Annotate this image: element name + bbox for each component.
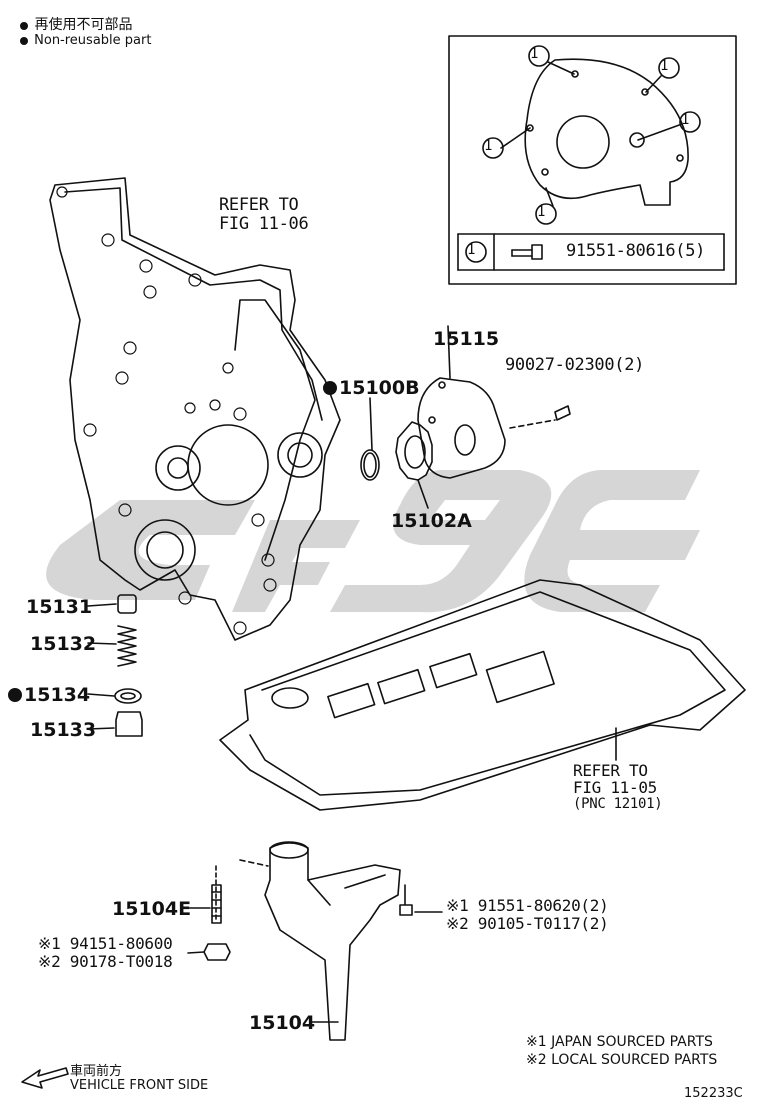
oil-pan — [219, 579, 746, 811]
part-15102a[interactable]: 15102A — [391, 510, 472, 532]
refer-timing-line1: REFER TO — [219, 195, 299, 215]
inset-callout-4: 1 — [484, 138, 493, 154]
legend-en: Non-reusable part — [20, 33, 151, 48]
inset-part-number: 91551-80616(5) — [566, 241, 706, 261]
part-bolt-local[interactable]: ※2 90105-T0117(2) — [446, 914, 609, 933]
part-15100b-text: 15100B — [339, 377, 420, 399]
vehicle-front-arrow-icon — [21, 1067, 69, 1089]
part-15104[interactable]: 15104 — [249, 1012, 316, 1034]
nut-icon — [203, 943, 231, 961]
bolt-icon — [399, 884, 413, 916]
refer-oilpan-line3: (PNC 12101) — [573, 796, 663, 812]
part-15104e[interactable]: 15104E — [112, 898, 192, 920]
part-15100b[interactable]: 15100B — [323, 377, 420, 399]
pump-rotor-15102a — [395, 421, 433, 481]
refer-timing-cover: REFER TO FIG 11-06 — [219, 195, 309, 234]
note-local-sourced: ※2 LOCAL SOURCED PARTS — [526, 1052, 718, 1068]
oil-strainer-15104 — [264, 842, 401, 1041]
part-nut-local[interactable]: ※2 90178-T0018 — [38, 952, 173, 971]
gasket-15134 — [114, 688, 142, 704]
refer-timing-line2: FIG 11-06 — [219, 214, 309, 234]
part-15134-text: 15134 — [24, 684, 91, 706]
note-japan-sourced: ※1 JAPAN SOURCED PARTS — [526, 1034, 713, 1050]
inset-table-callout: 1 — [467, 242, 476, 258]
part-15131[interactable]: 15131 — [26, 596, 93, 618]
refer-oilpan-line2: FIG 11-05 — [573, 778, 657, 797]
spring-15132 — [117, 625, 137, 667]
inset-callout-3: 1 — [681, 112, 690, 128]
part-15115[interactable]: 15115 — [433, 328, 500, 350]
inset-callout-5: 1 — [537, 204, 546, 220]
legend-jp: 再使用不可部品 — [20, 14, 132, 34]
timing-cover — [49, 177, 341, 641]
part-90027-02300[interactable]: 90027-02300(2) — [505, 355, 645, 375]
part-bolt-jp[interactable]: ※1 91551-80620(2) — [446, 896, 609, 915]
refer-oilpan-line1: REFER TO — [573, 761, 648, 780]
inset-frame — [448, 35, 737, 285]
inset-callout-2: 1 — [660, 58, 669, 74]
part-15133[interactable]: 15133 — [30, 719, 97, 741]
inset-callout-1: 1 — [530, 46, 539, 62]
part-nut-jp[interactable]: ※1 94151-80600 — [38, 934, 173, 953]
plug-15131 — [117, 594, 137, 614]
direction-jp: 車両前方 — [70, 1064, 123, 1079]
stud-15104e — [211, 884, 222, 924]
pump-cover-15115 — [417, 377, 506, 479]
watermark-logo — [46, 470, 700, 613]
plug-15133 — [115, 711, 143, 737]
legend-en-text: Non-reusable part — [34, 33, 152, 48]
legend-jp-text: 再使用不可部品 — [34, 17, 133, 33]
part-15134[interactable]: 15134 — [8, 684, 90, 706]
o-ring-15100b — [360, 449, 380, 481]
refer-oil-pan: REFER TO FIG 11-05 (PNC 12101) — [573, 761, 663, 813]
figure-code: 152233C — [684, 1086, 743, 1101]
direction-en: VEHICLE FRONT SIDE — [70, 1078, 209, 1093]
part-15132[interactable]: 15132 — [30, 633, 97, 655]
